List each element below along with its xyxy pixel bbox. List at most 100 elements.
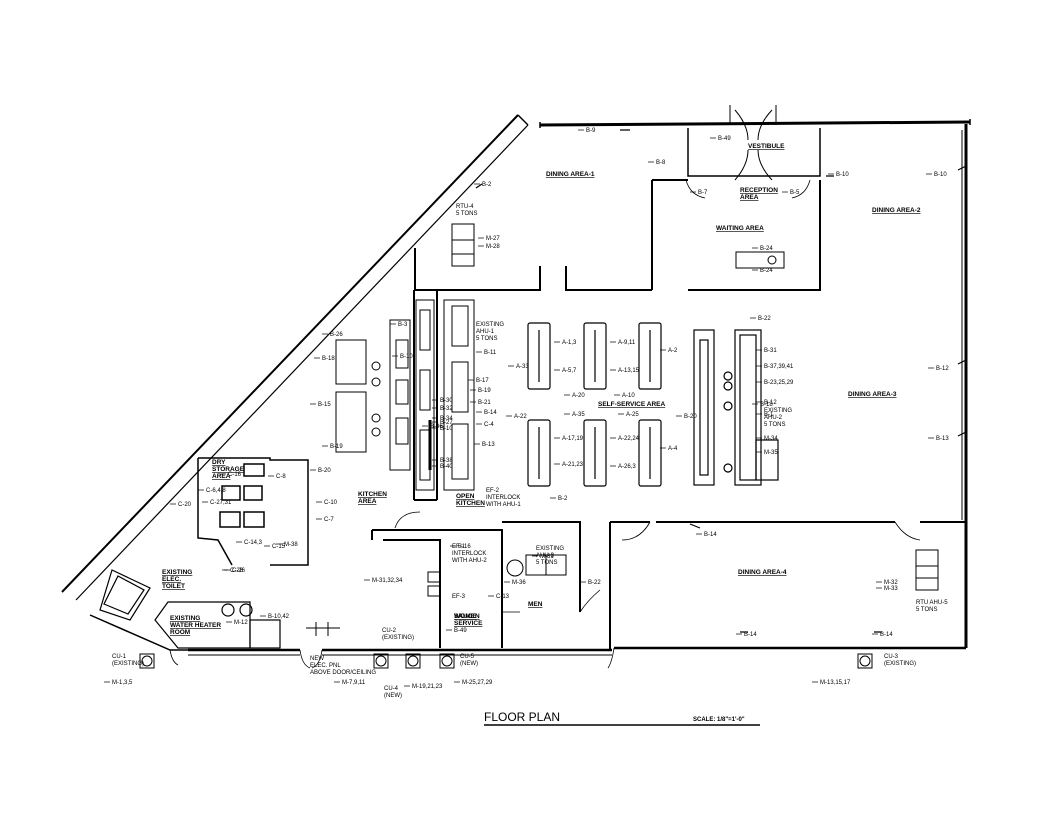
circuit-label: B-14 <box>484 410 497 416</box>
interior-walls <box>371 179 966 650</box>
room-label-drystorage: STORAGE <box>212 466 245 473</box>
circuit-label: M-31 <box>540 554 554 560</box>
circuit-label: B-13 <box>936 436 949 442</box>
room-label-dining3: DINING AREA-3 <box>848 391 897 398</box>
circuit-label: C-16 <box>228 472 242 478</box>
circuit-label: B-20 <box>318 468 331 474</box>
circuit-label: B-1 <box>764 412 774 418</box>
room-label-kitchen: KITCHEN <box>358 491 387 498</box>
circuit-label: B-31 <box>764 348 777 354</box>
room-label-openkitchen: KITCHEN <box>456 500 485 507</box>
circuit-label: B-22 <box>758 316 771 322</box>
room-label-reception: RECEPTION <box>740 187 778 194</box>
kitchen-equipment <box>335 299 475 491</box>
equipment-label-ef2: WITH AHU-1 <box>486 502 521 508</box>
circuit-label: A-13,15 <box>618 368 640 374</box>
equipment-label-cu1: CU-1 <box>112 654 127 660</box>
circuit-label: B-5 <box>790 190 800 196</box>
circuit-label: B-2 <box>482 182 492 188</box>
circuit-label: B-37,39,41 <box>764 364 794 370</box>
equipment-label-rtu4: RTU-4 <box>456 204 474 210</box>
circuit-label: B-20 <box>684 414 697 420</box>
circuit-label: B-18 <box>322 356 335 362</box>
circuit-label: B-18 <box>760 402 773 408</box>
equipment-label-cu2: (EXISTING) <box>382 635 414 641</box>
circuit-label: A-4 <box>668 446 678 452</box>
circuit-label: A-35 <box>572 412 585 418</box>
circuit-label: C-28 <box>230 568 244 574</box>
equipment-label-rtu4: 5 TONS <box>456 211 477 217</box>
equipment-label-elecpanel: NEW <box>310 656 324 662</box>
existing-elec-room <box>99 569 151 621</box>
equipment-label-cu1: (EXISTING) <box>112 661 144 667</box>
circuit-label: B-10 <box>440 426 453 432</box>
restroom-fixtures <box>427 554 567 597</box>
circuit-label: B-22 <box>588 580 601 586</box>
circuit-label: B-12 <box>764 400 777 406</box>
equipment-label-ef1: WITH AHU-2 <box>452 558 487 564</box>
room-label-kitchen: AREA <box>358 498 377 505</box>
equipment-label-cu4: (NEW) <box>384 693 402 699</box>
waiting-counter <box>735 251 785 269</box>
equipment-label-ahu5: 5 TONS <box>916 607 937 613</box>
circuit-label: A-10 <box>622 393 635 399</box>
circuit-label: A-26,3 <box>618 464 636 470</box>
equipment-label-cu4: CU-4 <box>384 686 399 692</box>
room-label-men: MEN <box>528 601 543 608</box>
circuit-label: B-15 <box>318 402 331 408</box>
exterior-walls <box>61 114 971 656</box>
circuit-label: B-2 <box>558 496 568 502</box>
circuit-label: B-21 <box>478 400 491 406</box>
circuit-label: C-14,3 <box>244 540 263 546</box>
circuit-label: M-28 <box>486 244 500 250</box>
equipment-label-ahu3: AHU-3 <box>536 553 555 559</box>
circuit-label: B-10,42 <box>268 614 290 620</box>
room-label-dining1: DINING AREA-1 <box>546 171 595 178</box>
circuit-label: M-32 <box>884 580 898 586</box>
equipment-label-ahu1: 5 TONS <box>476 336 497 342</box>
circuit-label: A-5,7 <box>562 368 577 374</box>
equipment-label-ahu3: EXISTING <box>536 546 564 552</box>
circuit-label: B-26 <box>330 332 343 338</box>
circuit-label: C-10 <box>324 500 338 506</box>
circuit-label: M-25,27,29 <box>462 680 493 686</box>
drawing-title: FLOOR PLAN <box>484 710 560 724</box>
circuit-label: B-14 <box>880 632 893 638</box>
circuit-label: C-6,4,8 <box>206 488 226 494</box>
condensing-units <box>139 622 873 669</box>
circuit-label: B-36 <box>430 424 443 430</box>
self-service-islands <box>527 322 662 487</box>
equipment-label-ef1: EF-1 <box>452 544 466 550</box>
equipment-label-ahu1: EXISTING <box>476 322 504 328</box>
circuit-label: B-19 <box>330 444 343 450</box>
drawing-scale: SCALE: 1/8"=1'-0" <box>693 717 745 723</box>
room-label-waiting: WAITING AREA <box>716 225 764 232</box>
equipment-label-ahu2: EXISTING <box>764 408 792 414</box>
equipment-label-ahu1: AHU-1 <box>476 329 495 335</box>
equipment-label-ef2: EF-2 <box>486 488 500 494</box>
circuit-label: B-10 <box>836 172 849 178</box>
circuit-label: A-20 <box>572 393 585 399</box>
room-label-women: WOMEN <box>454 613 480 620</box>
equipment-label-ef3: EF-3 <box>452 594 466 600</box>
circuit-label: A-33 <box>516 364 529 370</box>
circuit-label: M-33 <box>884 586 898 592</box>
circuit-label: C-8 <box>276 474 286 480</box>
circuit-label: M-1,3,5 <box>112 680 133 686</box>
circuit-label: C-26 <box>232 568 246 574</box>
dry-storage-block <box>197 457 309 566</box>
circuit-label: M-34 <box>764 436 778 442</box>
circuit-label: B-32 <box>440 406 453 412</box>
equipment-label-ahu3: 5 TONS <box>536 560 557 566</box>
circuit-label: M-31,32,34 <box>372 578 403 584</box>
circuit-label: M-35 <box>764 450 778 456</box>
room-label-selfservice: SELF-SERVICE AREA <box>598 401 665 408</box>
circuit-label: B-23,25,29 <box>764 380 794 386</box>
circuit-label: B-24 <box>760 246 773 252</box>
water-heater-room <box>154 601 281 649</box>
circuit-label: B-8 <box>656 160 666 166</box>
vestibule-area <box>687 105 821 181</box>
circuit-label: B-17 <box>476 378 489 384</box>
